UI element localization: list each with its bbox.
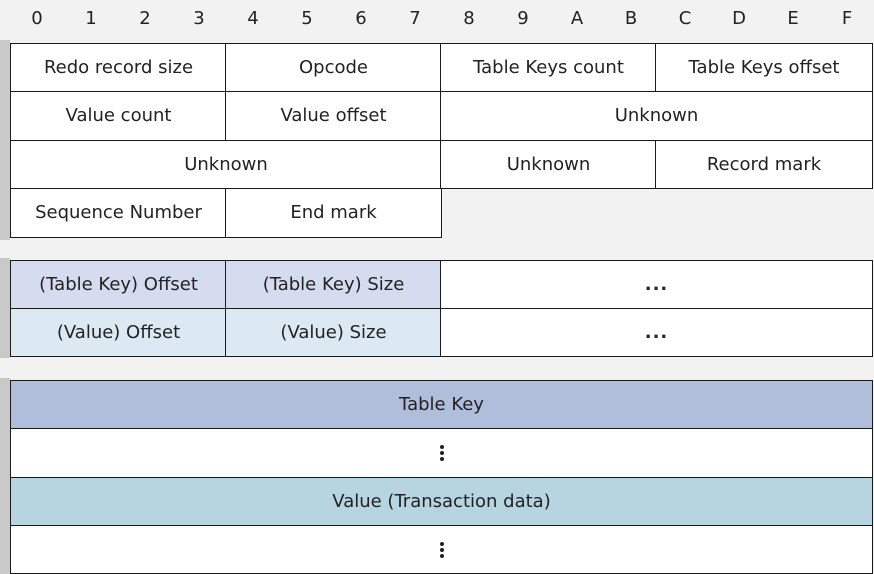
left-edge-shade — [0, 258, 10, 358]
field-end-mark: End mark — [225, 188, 442, 238]
hex-label: 7 — [409, 8, 421, 29]
field-table-keys-count: Table Keys count — [440, 43, 657, 92]
left-edge-shade — [0, 40, 10, 240]
hex-label: 2 — [139, 8, 151, 29]
field-value-count: Value count — [10, 91, 227, 141]
left-edge-shade — [0, 378, 10, 574]
field-table-keys-offset: Table Keys offset — [655, 43, 873, 92]
vertical-ellipsis-row — [10, 525, 873, 574]
vertical-ellipsis-row — [10, 428, 873, 478]
hex-label: 8 — [463, 8, 475, 29]
hex-label: C — [678, 8, 692, 29]
hex-label: A — [570, 8, 584, 29]
table-key-offset-cell: (Table Key) Offset — [10, 260, 227, 310]
value-size-cell: (Value) Size — [225, 308, 442, 357]
hex-label: 5 — [301, 8, 313, 29]
field-opcode: Opcode — [225, 43, 442, 92]
field-value-offset: Value offset — [225, 91, 442, 141]
hex-label: 4 — [247, 8, 259, 29]
hex-label: D — [732, 8, 746, 29]
hex-label: 1 — [85, 8, 97, 29]
field-sequence-number: Sequence Number — [10, 188, 227, 238]
field-record-mark: Record mark — [655, 140, 873, 189]
hex-label: 6 — [355, 8, 367, 29]
field-unknown: Unknown — [440, 91, 873, 141]
hex-label: 9 — [517, 8, 529, 29]
field-unknown: Unknown — [10, 140, 442, 189]
table-key-size-cell: (Table Key) Size — [225, 260, 442, 310]
hex-label: 0 — [31, 8, 43, 29]
hex-label: 3 — [193, 8, 205, 29]
hex-label: E — [787, 8, 799, 29]
field-redo-record-size: Redo record size — [10, 43, 227, 92]
vertical-ellipsis-icon — [439, 541, 444, 558]
continuation-ellipsis: ... — [440, 260, 873, 310]
value-transaction-data-bar: Value (Transaction data) — [10, 477, 873, 527]
hex-label: B — [624, 8, 638, 29]
continuation-ellipsis: ... — [440, 308, 873, 357]
hex-offset-header: 0 1 2 3 4 5 6 7 8 9 A B C D E F — [10, 0, 874, 40]
table-key-bar: Table Key — [10, 380, 873, 430]
vertical-ellipsis-icon — [439, 445, 444, 461]
value-offset-cell: (Value) Offset — [10, 308, 227, 357]
hex-label: F — [841, 8, 853, 29]
field-unknown: Unknown — [440, 140, 657, 189]
